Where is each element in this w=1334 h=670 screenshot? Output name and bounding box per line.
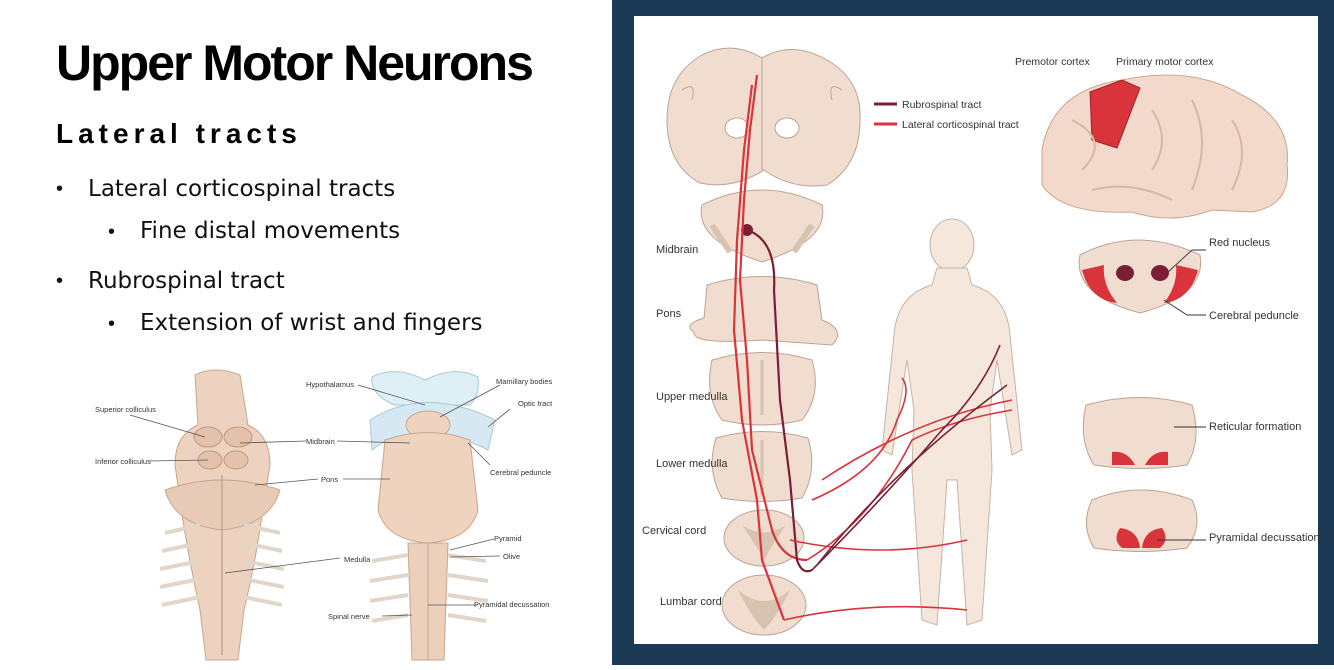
level-upper-medulla: Upper medulla [656,391,728,403]
label-reticular-formation: Reticular formation [1209,421,1301,433]
brainstem-figure: Superior colliculus Inferior colliculus … [0,365,612,665]
label-midbrain: Midbrain [306,437,335,446]
label-superior-colliculus: Superior colliculus [95,405,156,414]
upper-medulla-section [710,353,816,426]
lumbar-cord-section [722,575,806,635]
bullet-1-sub: Fine distal movements [140,218,400,244]
left-panel: Upper Motor Neurons Lateral tracts • Lat… [0,0,612,665]
coronal-brain-section [667,48,860,186]
medulla-reticular-section [1083,398,1196,469]
right-panel: Rubrospinal tract Lateral corticospinal … [612,0,1334,665]
level-lower-medulla: Lower medulla [656,458,728,470]
label-medulla: Medulla [344,555,371,564]
bullet-2-sub: Extension of wrist and fingers [140,310,483,336]
label-spinal-nerve: Spinal nerve [328,612,370,621]
label-inferior-colliculus: Inferior colliculus [95,457,151,466]
pons-section [690,277,838,346]
label-optic-tract: Optic tract [518,399,553,408]
level-pons: Pons [656,308,682,320]
slide-title: Upper Motor Neurons [56,34,532,92]
bullet-2: Rubrospinal tract [88,268,285,294]
bullet-dot: • [56,178,63,201]
bullet-dot: • [108,313,115,336]
level-cervical-cord: Cervical cord [642,525,706,537]
label-pyramid: Pyramid [494,534,522,543]
slide-subtitle: Lateral tracts [56,118,302,150]
brainstem-ventral-view [370,372,495,660]
label-pyramidal-decussation-right: Pyramidal decussation [1209,532,1320,544]
label-primary-motor-cortex: Primary motor cortex [1116,56,1214,68]
label-cerebral-peduncle-right: Cerebral peduncle [1209,310,1299,322]
level-lumbar-cord: Lumbar cord [660,596,722,608]
label-red-nucleus: Red nucleus [1209,237,1271,249]
bullet-dot: • [56,270,63,293]
label-mamillary-bodies: Mamillary bodies [496,377,553,386]
bullet-dot: • [108,221,115,244]
label-pyramidal-decussation: Pyramidal decussation [474,600,549,609]
legend-rubrospinal: Rubrospinal tract [902,99,981,111]
label-cerebral-peduncle: Cerebral peduncle [490,468,551,477]
level-midbrain: Midbrain [656,244,698,256]
bullet-1: Lateral corticospinal tracts [88,176,395,202]
brainstem-dorsal-view [160,370,284,660]
legend-lateral-corticospinal: Lateral corticospinal tract [902,119,1019,131]
label-olive: Olive [503,552,520,561]
motor-pathway-figure: Rubrospinal tract Lateral corticospinal … [612,0,1334,665]
label-premotor-cortex: Premotor cortex [1015,56,1090,68]
label-pons: Pons [321,475,338,484]
label-hypothalamus: Hypothalamus [306,380,354,389]
decussation-section [1086,490,1197,552]
